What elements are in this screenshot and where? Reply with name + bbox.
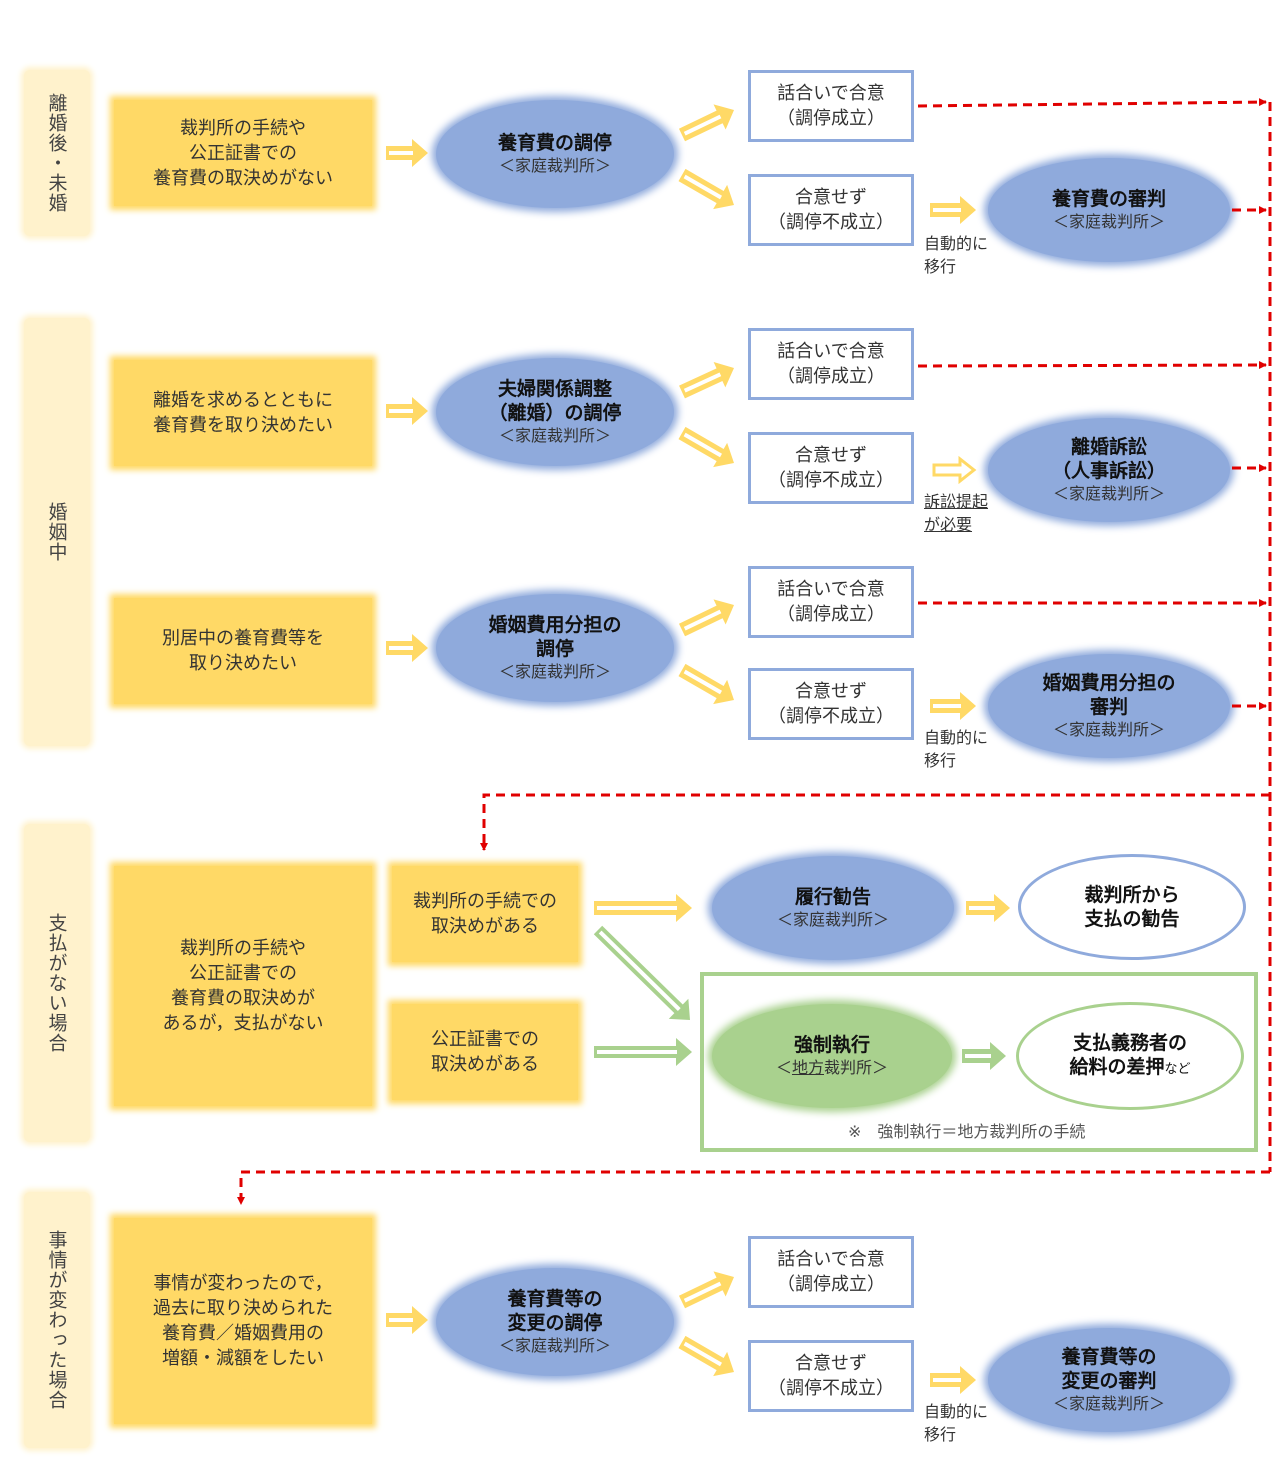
compulsory-execution-node[interactable]: 強制執行 ＜地方裁判所＞ (712, 1004, 952, 1108)
result-suffix: など (1164, 1061, 1191, 1077)
transition-note: 訴訟提起 が必要 (924, 492, 989, 534)
category-label: 婚姻中 (45, 502, 68, 562)
mediation-node[interactable]: 婚姻費用分担の 調停 ＜家庭裁判所＞ (436, 594, 674, 702)
situation-box: 離婚を求めるとともに 養育費を取り決めたい (114, 360, 372, 466)
node-title: 支払義務者の 給料の差押など (1069, 1031, 1190, 1082)
mediation-node[interactable]: 養育費等の 変更の調停 ＜家庭裁判所＞ (436, 1268, 674, 1376)
node-title: 離婚訴訟 （人事訴訟） (1051, 436, 1166, 482)
node-court: ＜家庭裁判所＞ (1052, 484, 1165, 503)
enforcement-frame (700, 972, 1258, 1152)
flow-arrow (678, 168, 734, 210)
node-court: ＜家庭裁判所＞ (498, 662, 611, 681)
transition-note: 自動的に 移行 (924, 1402, 989, 1444)
node-title: 養育費等の 変更の審判 (1061, 1346, 1157, 1392)
node-title: 履行勧告 (794, 886, 871, 908)
category-label: 離婚後・未婚 (45, 93, 68, 213)
situation-box: 別居中の養育費等を 取り決めたい (114, 598, 372, 704)
flow-arrow (386, 1306, 428, 1334)
adjudication-node[interactable]: 養育費等の 変更の審判 ＜家庭裁判所＞ (988, 1328, 1230, 1432)
node-title: 夫婦関係調整 （離婚）の調停 (488, 378, 622, 424)
category-changed-circumstances: 事情が変わった場合 (24, 1192, 90, 1448)
node-court: ＜家庭裁判所＞ (498, 426, 611, 445)
flow-arrow (966, 894, 1010, 922)
mediation-node[interactable]: 夫婦関係調整 （離婚）の調停 ＜家庭裁判所＞ (436, 358, 674, 466)
performance-recommendation-node[interactable]: 履行勧告 ＜家庭裁判所＞ (712, 856, 954, 960)
flow-arrow (678, 104, 735, 142)
node-title: 養育費の審判 (1051, 188, 1166, 210)
result-not-agreed: 合意せず （調停不成立） (748, 668, 914, 740)
flow-arrow (679, 361, 735, 399)
result-agreed: 話合いで合意 （調停成立） (748, 70, 914, 142)
node-title: 養育費等の 変更の調停 (507, 1288, 603, 1334)
flow-arrow (678, 663, 734, 705)
flow-line (237, 1170, 1270, 1205)
result-agreed: 話合いで合意 （調停成立） (748, 328, 914, 400)
adjudication-node[interactable]: 養育費の審判 ＜家庭裁判所＞ (988, 158, 1230, 262)
result-agreed: 話合いで合意 （調停成立） (748, 1236, 914, 1308)
court-prefix: ＜ (775, 1058, 792, 1077)
enforcement-result: 支払義務者の 給料の差押など (1016, 1002, 1244, 1110)
court-arrangement-box: 裁判所の手続での 取決めがある (392, 866, 578, 962)
category-label: 支払がない場合 (45, 913, 68, 1053)
situation-box: 事情が変わったので， 過去に取り決められた 養育費／婚姻費用の 増額・減額をした… (114, 1218, 372, 1424)
node-court: ＜家庭裁判所＞ (1052, 720, 1165, 739)
flow-arrow (678, 1335, 734, 1377)
node-court: ＜家庭裁判所＞ (776, 910, 889, 929)
category-during-marriage: 婚姻中 (24, 318, 90, 746)
flow-line (917, 98, 1267, 108)
transition-note: 自動的に 移行 (924, 728, 989, 770)
result-not-agreed: 合意せず （調停不成立） (748, 174, 914, 246)
flow-arrow (386, 634, 428, 662)
node-title: 裁判所から 支払の勧告 (1084, 884, 1180, 930)
court-underlined: 地方 (791, 1058, 824, 1077)
node-court: ＜家庭裁判所＞ (498, 1336, 611, 1355)
flow-line (917, 361, 1267, 370)
category-after-divorce: 離婚後・未婚 (24, 70, 90, 236)
court-suffix: 裁判所＞ (824, 1058, 889, 1077)
mediation-node[interactable]: 養育費の調停 ＜家庭裁判所＞ (436, 100, 674, 208)
node-court: ＜地方裁判所＞ (776, 1057, 888, 1079)
category-label: 事情が変わった場合 (45, 1230, 68, 1410)
flow-arrow (930, 692, 976, 720)
transition-note: 自動的に 移行 (924, 234, 989, 276)
node-title: 養育費の調停 (497, 132, 612, 154)
node-title: 強制執行 (793, 1034, 870, 1056)
flow-arrow (932, 455, 977, 485)
result-not-agreed: 合意せず （調停不成立） (748, 432, 914, 504)
recommendation-result: 裁判所から 支払の勧告 (1018, 854, 1246, 960)
category-no-payment: 支払がない場合 (24, 824, 90, 1142)
result-title: 支払義務者の 給料の差押 (1069, 1031, 1187, 1078)
flow-arrow (386, 139, 428, 167)
node-court: ＜家庭裁判所＞ (498, 156, 611, 175)
situation-box: 裁判所の手続や 公正証書での 養育費の取決めが あるが，支払がない (114, 866, 372, 1106)
flow-arrow (386, 397, 428, 425)
flow-arrow (678, 599, 735, 637)
flow-arrow (962, 1042, 1006, 1070)
node-title: 婚姻費用分担の 審判 (1042, 672, 1176, 718)
flow-arrow (593, 925, 690, 1020)
situation-box: 裁判所の手続や 公正証書での 養育費の取決めがない (114, 100, 372, 206)
result-agreed: 話合いで合意 （調停成立） (748, 566, 914, 638)
flow-arrow (594, 1038, 692, 1066)
flow-arrow (678, 426, 734, 468)
node-title: 婚姻費用分担の 調停 (488, 614, 622, 660)
adjudication-node[interactable]: 婚姻費用分担の 審判 ＜家庭裁判所＞ (988, 654, 1230, 758)
flow-arrow (930, 1366, 976, 1394)
flow-arrow (594, 894, 692, 922)
lawsuit-node[interactable]: 離婚訴訟 （人事訴訟） ＜家庭裁判所＞ (988, 418, 1230, 522)
footnote: ※ 強制執行＝地方裁判所の手続 (848, 1122, 1086, 1141)
flow-line (480, 793, 1270, 851)
notary-arrangement-box: 公正証書での 取決めがある (392, 1004, 578, 1100)
flow-arrow (930, 196, 976, 224)
result-not-agreed: 合意せず （調停不成立） (748, 1340, 914, 1412)
flow-arrow (678, 1271, 735, 1309)
node-court: ＜家庭裁判所＞ (1052, 1394, 1165, 1413)
node-court: ＜家庭裁判所＞ (1052, 212, 1165, 231)
